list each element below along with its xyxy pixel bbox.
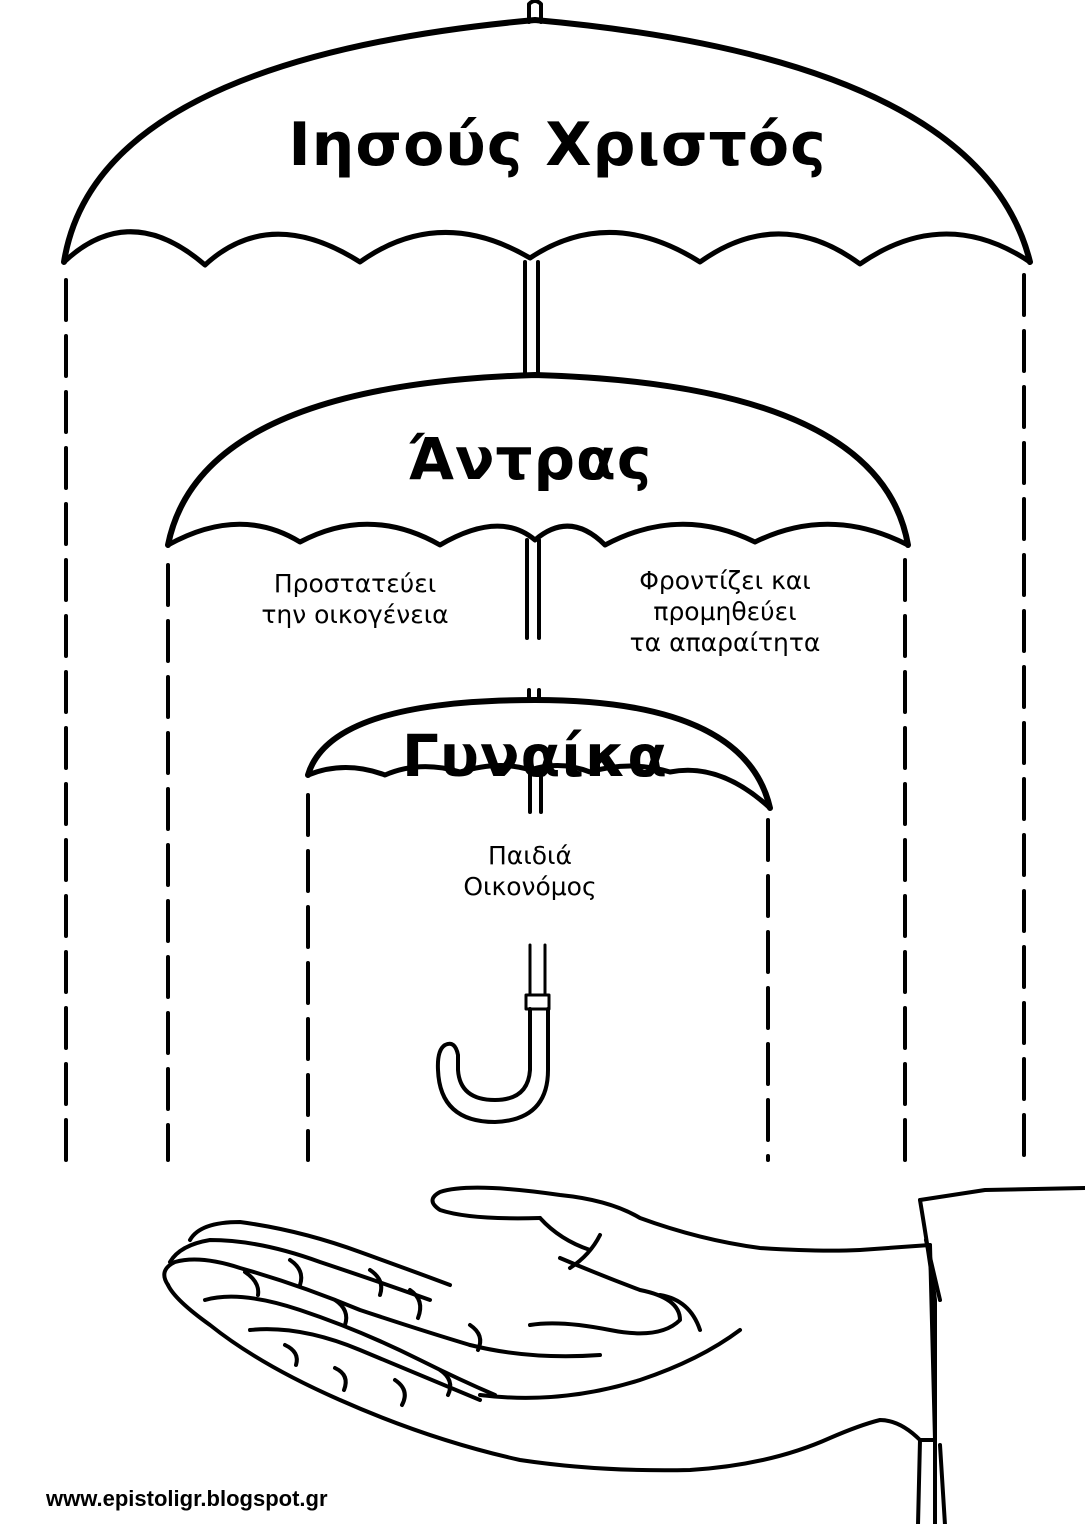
middle-left-text: Προστατεύει την οικογένεια: [190, 568, 520, 630]
middle-right-line2: προμηθεύει: [653, 597, 797, 626]
footer-url: www.epistoligr.blogspot.gr: [46, 1486, 328, 1511]
middle-left-line1: Προστατεύει: [273, 569, 437, 598]
bottom-umbrella-text: Παιδιά Οικονόμος: [400, 840, 660, 902]
open-hand: [162, 1185, 1085, 1524]
top-umbrella-title: Ιησούς Χριστός: [288, 110, 827, 180]
middle-right-line1: Φροντίζει και: [639, 566, 811, 595]
bottom-umbrella-title: Γυναίκα: [401, 722, 669, 790]
middle-right-text: Φροντίζει και προμηθεύει τα απαραίτητα: [575, 565, 875, 658]
middle-umbrella: [165, 372, 911, 1162]
middle-umbrella-title: Άντρας: [407, 425, 653, 493]
top-umbrella: [61, 0, 1033, 1162]
bottom-line2: Οικονόμος: [463, 872, 597, 901]
bottom-line1: Παιδιά: [488, 841, 572, 870]
middle-right-line3: τα απαραίτητα: [629, 628, 821, 657]
middle-left-line2: την οικογένεια: [261, 600, 449, 629]
bottom-umbrella: [305, 688, 773, 1162]
